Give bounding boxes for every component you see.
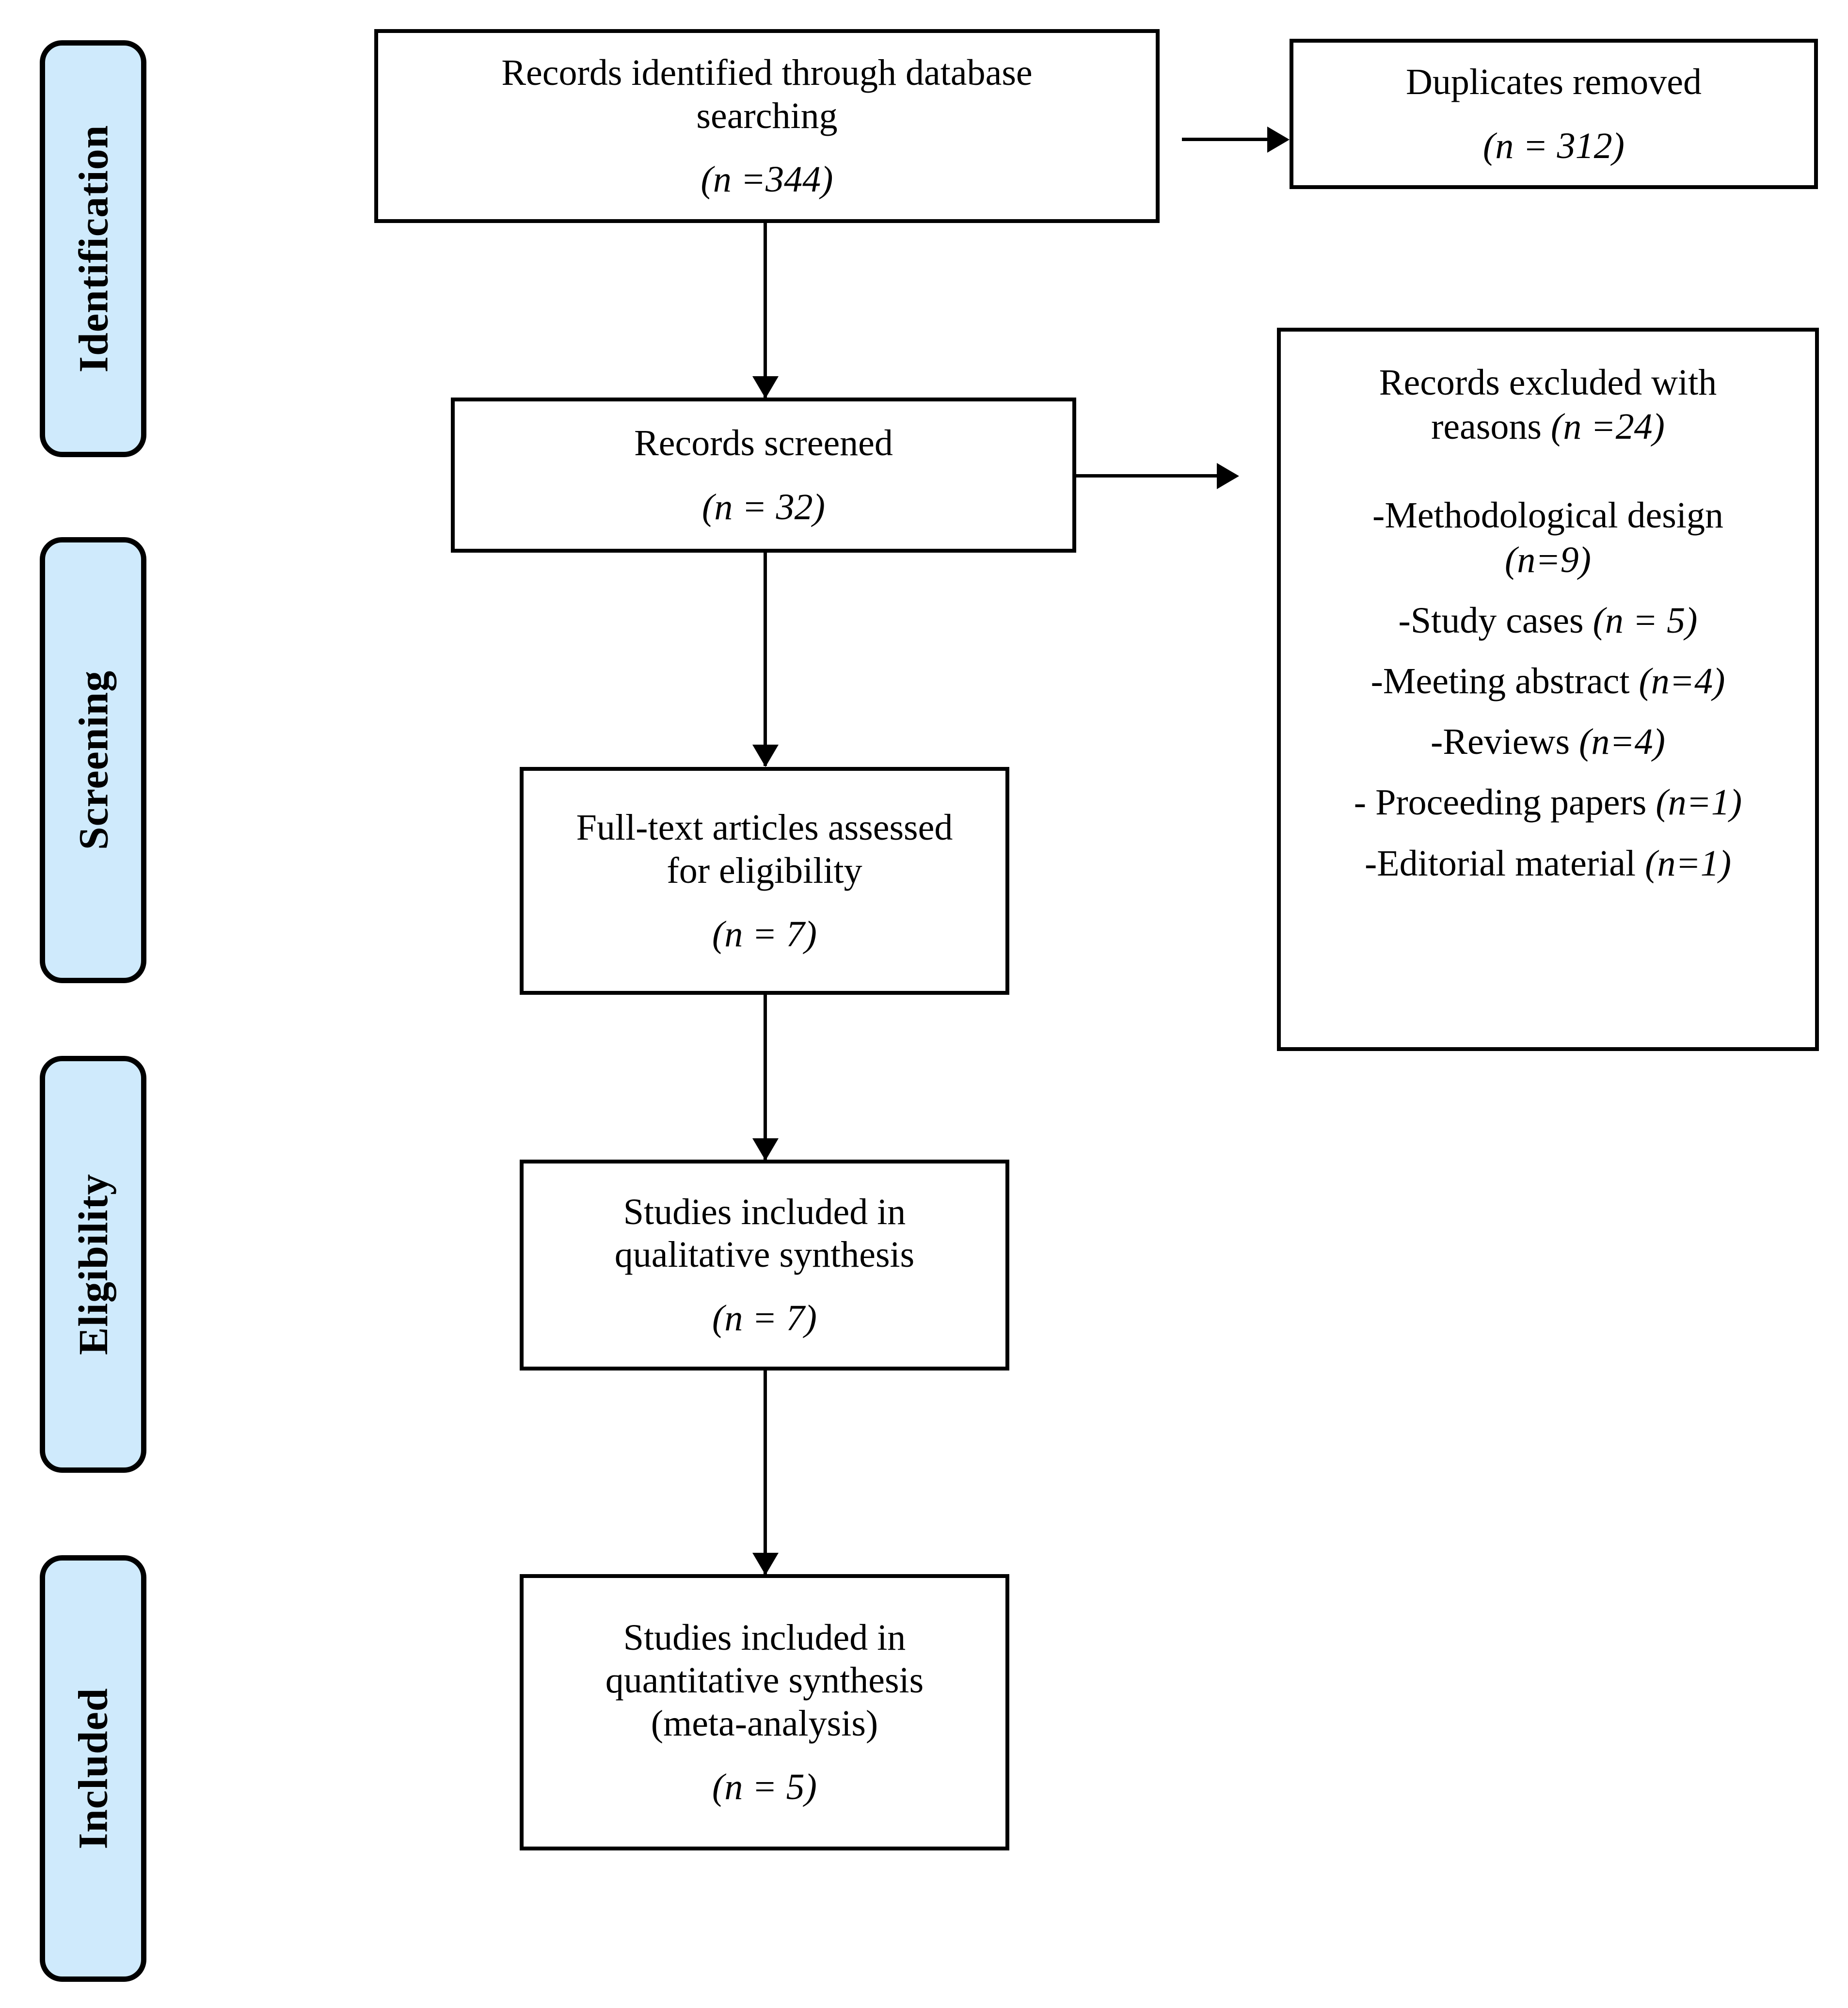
stage-tab-included[interactable]: Included — [40, 1555, 146, 1982]
excluded-reason-count: (n = 5) — [1593, 600, 1698, 641]
arrow-head-qualitative-to-quantitative — [752, 1553, 779, 1575]
excluded-reason-label: -Methodological design — [1372, 495, 1723, 536]
excluded-reason-item: -Reviews (n=4) — [1431, 720, 1665, 764]
box-duplicates-removed[interactable]: Duplicates removed (n = 312) — [1290, 39, 1818, 189]
box-qualitative-synthesis-line-1: Studies included in — [623, 1191, 906, 1232]
box-quantitative-synthesis[interactable]: Studies included in quantitative synthes… — [520, 1574, 1009, 1850]
stage-tab-screening-label: Screening — [70, 670, 117, 850]
excluded-reason-count: (n=1) — [1656, 782, 1742, 823]
stage-tab-eligibility-label: Eligibility — [70, 1173, 117, 1355]
box-records-identified-line-2: searching — [696, 95, 838, 136]
box-records-screened[interactable]: Records screened (n = 32) — [451, 398, 1076, 553]
connector-identified-to-duplicates — [1182, 138, 1274, 141]
box-records-identified-line-1: Records identified through database — [501, 52, 1033, 94]
excluded-reason-label: -Meeting abstract — [1370, 660, 1639, 701]
excluded-reason-count: (n=9) — [1505, 539, 1591, 580]
box-fulltext-assessed-count: (n = 7) — [712, 913, 817, 955]
excluded-reason-label: -Study cases — [1398, 600, 1593, 641]
excluded-reason-count: (n=4) — [1579, 721, 1665, 763]
excluded-reason-label: -Editorial material — [1364, 843, 1645, 884]
stage-tab-eligibility[interactable]: Eligibility — [40, 1056, 146, 1473]
box-records-identified-count: (n =344) — [701, 159, 833, 200]
excluded-reason-count: (n=1) — [1645, 843, 1732, 884]
box-records-identified[interactable]: Records identified through database sear… — [374, 29, 1160, 223]
box-fulltext-assessed-line-2: for eligibility — [667, 850, 862, 891]
box-records-screened-line-1: Records screened — [634, 423, 893, 464]
excluded-reason-item: -Study cases (n = 5) — [1399, 599, 1698, 643]
arrow-head-identified-to-duplicates — [1267, 127, 1290, 153]
excluded-reason-item: -Editorial material (n=1) — [1365, 842, 1731, 886]
arrow-head-identified-to-screened — [752, 376, 779, 398]
box-quantitative-synthesis-line-3: (meta-analysis) — [651, 1703, 878, 1744]
box-records-screened-count: (n = 32) — [702, 486, 825, 527]
box-quantitative-synthesis-line-1: Studies included in — [623, 1617, 906, 1658]
excluded-reason-label: - Proceeding papers — [1354, 782, 1656, 823]
connector-identified-to-screened — [764, 223, 767, 398]
stage-tab-identification-label: Identification — [70, 125, 116, 373]
arrow-head-screened-to-excluded — [1217, 463, 1239, 489]
excluded-reason-item: -Meeting abstract (n=4) — [1371, 659, 1725, 703]
connector-screened-to-excluded — [1074, 474, 1225, 478]
box-fulltext-assessed-line-1: Full-text articles assessed — [576, 807, 953, 848]
box-fulltext-assessed[interactable]: Full-text articles assessed for eligibil… — [520, 767, 1009, 995]
box-quantitative-synthesis-count: (n = 5) — [712, 1766, 817, 1807]
connector-screened-to-fulltext — [764, 553, 767, 766]
connector-qualitative-to-quantitative — [764, 1371, 767, 1574]
box-qualitative-synthesis[interactable]: Studies included in qualitative synthesi… — [520, 1160, 1009, 1371]
excluded-reason-item: - Proceeding papers (n=1) — [1354, 781, 1742, 825]
box-records-excluded-heading: Records excluded with reasons (n =24) — [1379, 361, 1717, 449]
box-duplicates-removed-line-1: Duplicates removed — [1406, 62, 1702, 103]
arrow-head-screened-to-fulltext — [752, 745, 779, 767]
arrow-head-fulltext-to-qualitative — [752, 1138, 779, 1161]
box-duplicates-removed-count: (n = 312) — [1483, 125, 1625, 166]
box-qualitative-synthesis-count: (n = 7) — [712, 1298, 817, 1339]
excluded-reason-count: (n=4) — [1639, 660, 1725, 701]
excluded-reason-item: -Methodological design (n=9) — [1372, 494, 1723, 582]
box-records-excluded[interactable]: Records excluded with reasons (n =24) -M… — [1277, 328, 1819, 1051]
box-records-excluded-heading-count: (n =24) — [1551, 406, 1665, 447]
box-records-excluded-heading-line-2: reasons (n =24) — [1379, 405, 1717, 449]
connector-fulltext-to-qualitative — [764, 995, 767, 1160]
box-quantitative-synthesis-line-2: quantitative synthesis — [605, 1660, 924, 1701]
excluded-reason-label: -Reviews — [1431, 721, 1579, 763]
stage-tab-included-label: Included — [70, 1688, 116, 1849]
stage-tab-screening[interactable]: Screening — [40, 537, 146, 983]
stage-tab-identification[interactable]: Identification — [40, 40, 146, 457]
box-records-excluded-heading-text: reasons — [1431, 406, 1551, 447]
box-qualitative-synthesis-line-2: qualitative synthesis — [614, 1234, 915, 1275]
box-records-excluded-heading-line-1: Records excluded with — [1379, 362, 1717, 403]
